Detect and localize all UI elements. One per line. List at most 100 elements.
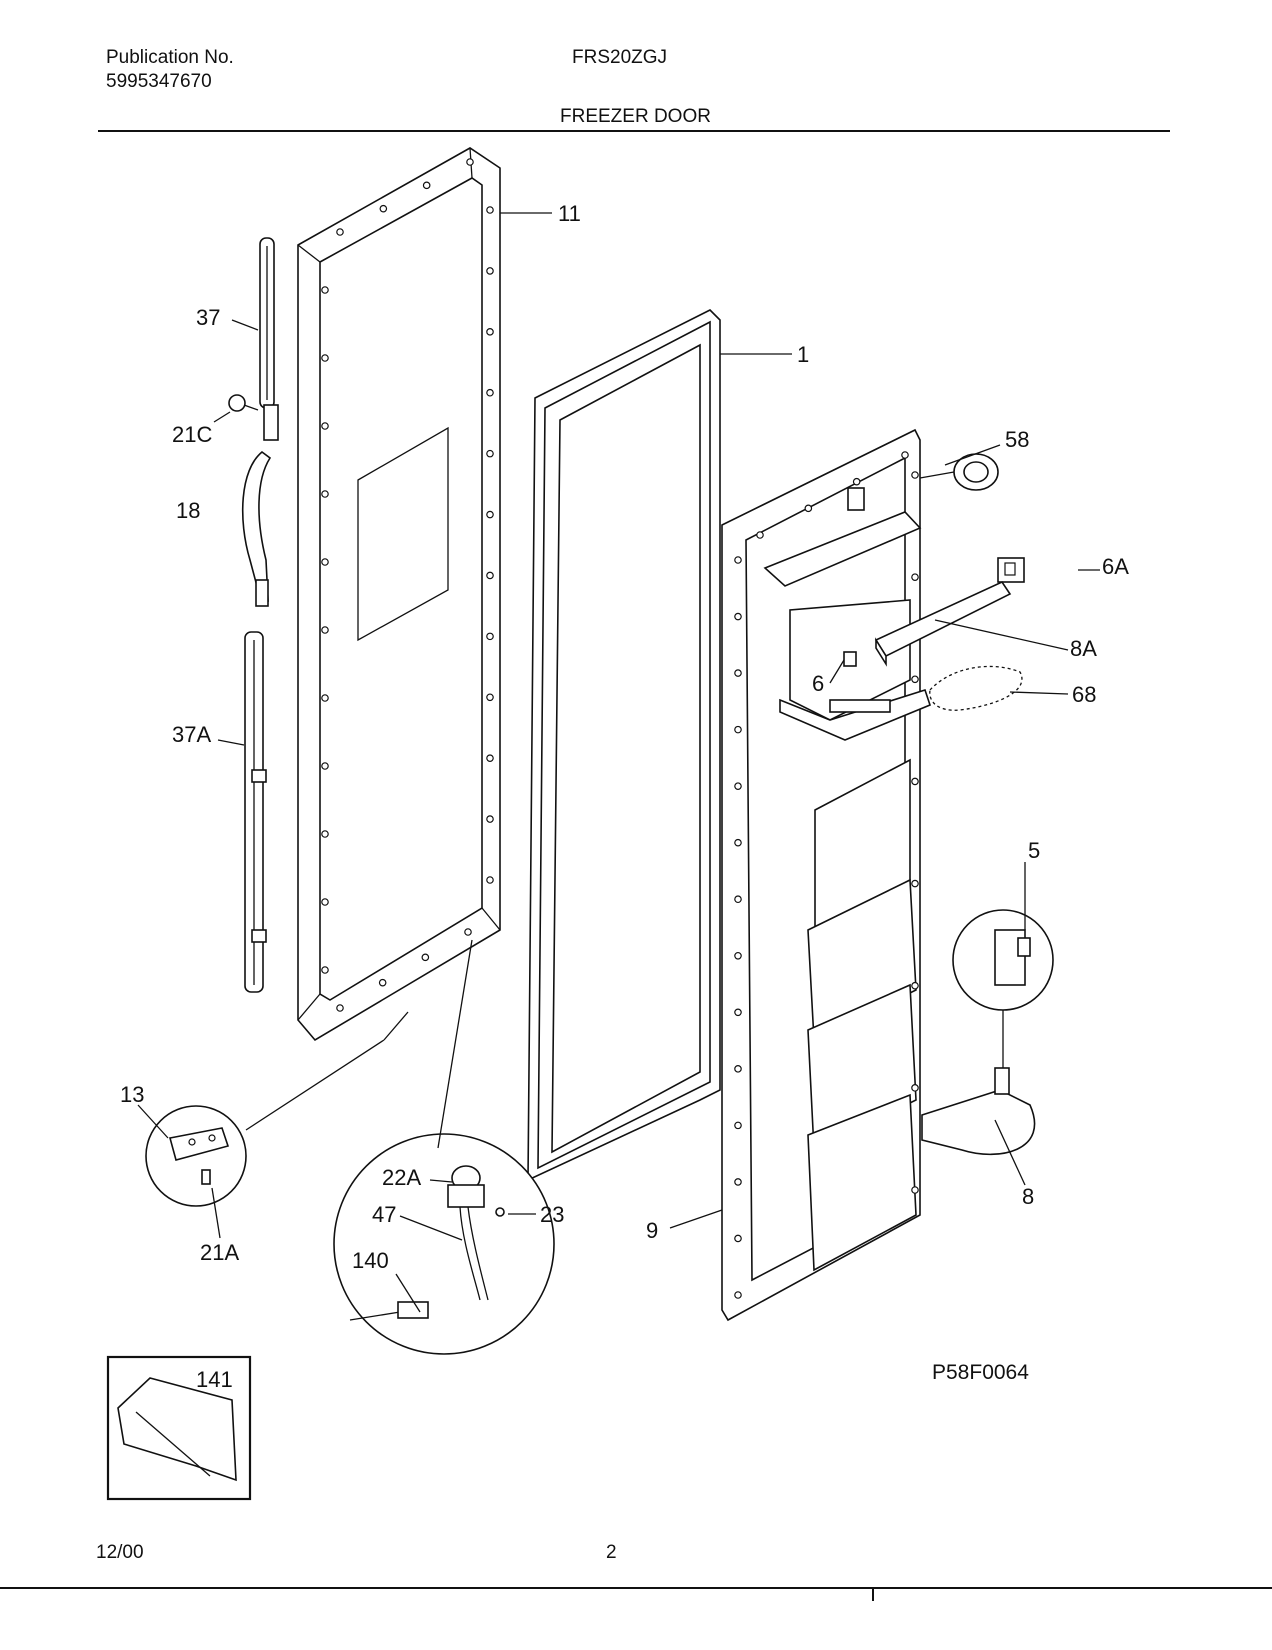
mounting-hole (486, 571, 494, 580)
mounting-hole (321, 626, 329, 634)
shelf-rail (874, 580, 1012, 667)
figure-code: P58F0064 (932, 1361, 1029, 1384)
callout-9: 9 (646, 1218, 658, 1243)
door-gasket (527, 309, 721, 1182)
lower-hinge-trim (244, 631, 267, 993)
rail-clip (843, 651, 857, 667)
mounting-hole (321, 966, 329, 974)
mounting-hole (321, 694, 329, 702)
mounting-hole (804, 504, 813, 513)
mounting-hole (486, 510, 494, 519)
callout-22a: 22A (382, 1165, 421, 1190)
mounting-hole (422, 181, 431, 190)
callout-11: 11 (558, 201, 581, 226)
upper-hinge-trim (259, 237, 279, 441)
leader-lines (137, 212, 1100, 1313)
ice-chute (929, 665, 1023, 711)
door-outer-panel (297, 147, 501, 1042)
mounting-hole (321, 898, 329, 906)
door-handle-bracket (921, 1067, 1036, 1156)
callout-140: 140 (352, 1248, 389, 1273)
mounting-hole (486, 815, 494, 823)
callout-8a: 8A (1070, 636, 1097, 661)
mounting-hole (911, 981, 919, 990)
callout-23: 23 (540, 1202, 564, 1227)
callout-6: 6 (812, 671, 824, 696)
mounting-hole (464, 928, 472, 936)
callout-21c: 21C (172, 422, 212, 447)
mounting-hole (734, 1291, 742, 1299)
mounting-hole (321, 422, 329, 430)
callout-5: 5 (1028, 838, 1040, 863)
mounting-hole (321, 558, 329, 566)
page-number: 2 (606, 1542, 617, 1563)
mounting-hole (486, 206, 494, 214)
mounting-hole (852, 477, 861, 486)
mounting-hole (321, 762, 329, 770)
callout-13: 13 (120, 1082, 144, 1107)
publication-number: 5995347670 (106, 71, 212, 92)
door-hinge (241, 450, 272, 607)
mounting-hole (911, 471, 919, 479)
mounting-hole (486, 449, 494, 458)
mounting-hole (734, 725, 742, 734)
mounting-hole (911, 573, 919, 581)
mounting-hole (486, 693, 494, 702)
inner-door-liner (721, 428, 931, 1322)
mounting-hole (486, 388, 494, 397)
mounting-hole (734, 1008, 742, 1017)
mounting-hole (321, 490, 329, 498)
mounting-hole (321, 354, 329, 362)
mounting-hole (756, 531, 764, 539)
publication-label: Publication No. (106, 47, 234, 68)
mounting-hole (734, 782, 742, 790)
hinge-block-detail (145, 1105, 247, 1207)
revision-date: 12/00 (96, 1542, 144, 1563)
callout-68: 68 (1072, 682, 1096, 707)
hinge-screw (228, 394, 259, 412)
mounting-hole (734, 669, 742, 677)
mounting-hole (911, 675, 919, 684)
mounting-hole (336, 1004, 344, 1012)
mounting-hole (901, 451, 909, 459)
mounting-hole (486, 876, 494, 884)
mounting-hole (734, 1065, 742, 1073)
footer-rule (0, 1587, 1272, 1589)
callout-6a: 6A (1102, 554, 1129, 579)
mounting-hole (321, 830, 329, 838)
mounting-hole (321, 286, 329, 294)
header-rule (98, 130, 1170, 132)
mounting-hole (421, 953, 430, 962)
mounting-hole (379, 204, 388, 213)
mounting-hole (378, 978, 387, 987)
callout-58: 58 (1005, 427, 1029, 452)
mounting-hole (911, 879, 919, 888)
mounting-hole (911, 777, 919, 786)
mounting-hole (486, 632, 494, 641)
callout-37a: 37A (172, 722, 211, 747)
mounting-hole (734, 556, 742, 564)
bin-clip-detail (952, 909, 1054, 1011)
mounting-hole (911, 1186, 919, 1194)
mounting-hole (486, 267, 494, 275)
mounting-hole (734, 1234, 742, 1243)
light-socket-detail (333, 1133, 555, 1355)
mounting-hole (486, 754, 494, 762)
callout-37: 37 (196, 305, 220, 330)
callout-18: 18 (176, 498, 200, 523)
mounting-hole (734, 951, 742, 960)
mounting-hole (734, 1178, 742, 1186)
model-number: FRS20ZGJ (572, 47, 668, 68)
callout-47: 47 (372, 1202, 396, 1227)
footer-tick (872, 1587, 874, 1601)
callout-21a: 21A (200, 1240, 239, 1265)
mounting-hole (734, 612, 742, 621)
rail-end-clip (997, 557, 1025, 583)
callout-8: 8 (1022, 1184, 1034, 1209)
mounting-hole (336, 228, 344, 236)
callout-1: 1 (797, 342, 809, 367)
mounting-hole (911, 1084, 919, 1092)
tool-detail-box (106, 1355, 252, 1501)
mounting-hole (734, 838, 742, 847)
